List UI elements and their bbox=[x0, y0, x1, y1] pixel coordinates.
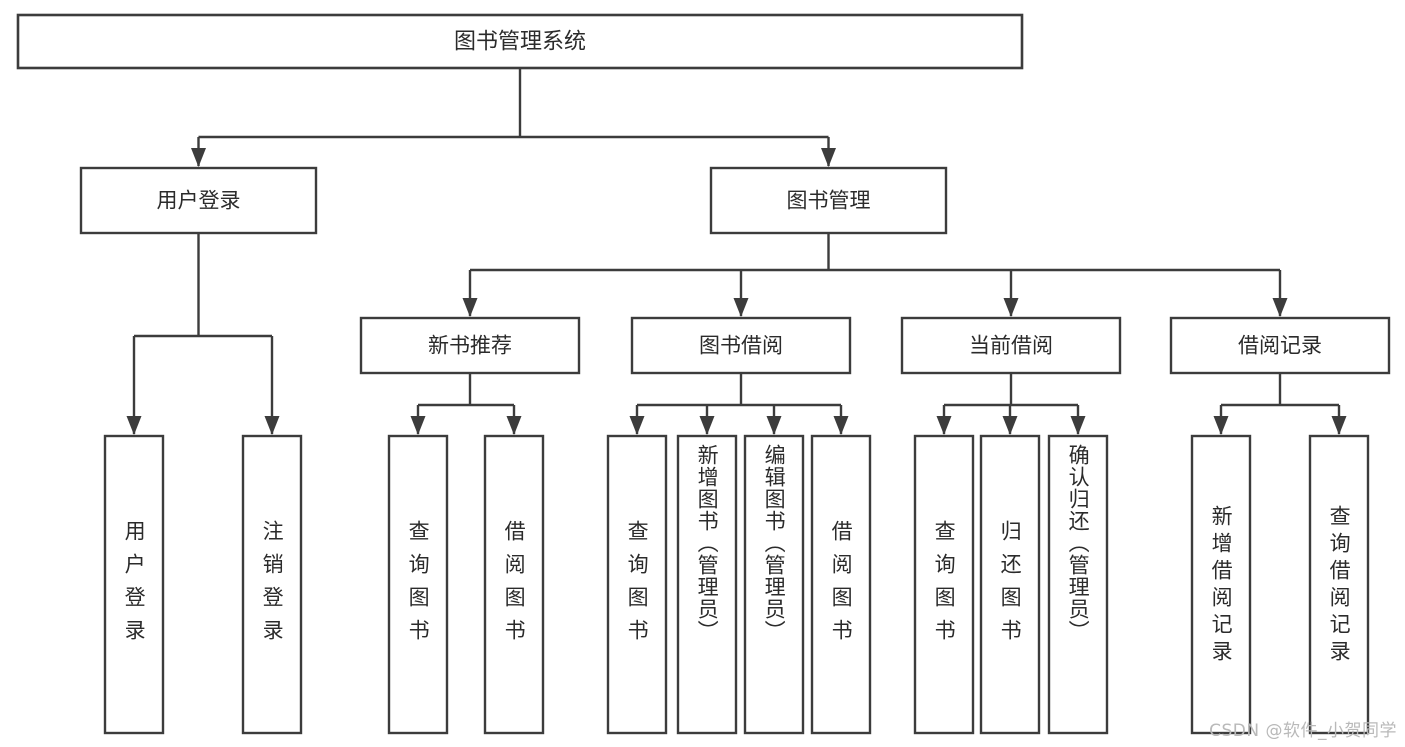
arrow-head-icon-leaf-query-book-recommend bbox=[410, 416, 426, 435]
node-label-book-borrow: 图书借阅 bbox=[699, 334, 783, 358]
node-box-leaf-user-logout[interactable] bbox=[241, 434, 303, 735]
node-label-user-login: 用户登录 bbox=[157, 189, 241, 213]
node-box-leaf-add-borrow-record[interactable] bbox=[1190, 434, 1252, 735]
node-box-leaf-borrow-book-recommend[interactable] bbox=[483, 434, 545, 735]
node-box-leaf-confirm-return-admin[interactable] bbox=[1047, 434, 1109, 735]
arrow-head-icon-user-login bbox=[191, 148, 206, 167]
node-box-leaf-edit-book-admin[interactable] bbox=[743, 434, 805, 735]
arrow-head-icon-leaf-edit-book-admin bbox=[766, 416, 782, 435]
node-box-leaf-query-borrow-record[interactable] bbox=[1308, 434, 1370, 735]
arrow-head-icon-leaf-user-logout bbox=[264, 416, 280, 435]
connector-layer bbox=[126, 68, 1347, 435]
node-box-leaf-add-book-admin[interactable] bbox=[676, 434, 738, 735]
box-layer bbox=[16, 13, 1391, 735]
node-box-leaf-return-book[interactable] bbox=[979, 434, 1041, 735]
arrow-head-icon-leaf-query-borrow-record bbox=[1331, 416, 1347, 435]
arrow-head-icon-book-borrow bbox=[733, 298, 749, 317]
node-label-current-borrow: 当前借阅 bbox=[969, 334, 1053, 358]
arrow-head-icon-current-borrow bbox=[1003, 298, 1019, 317]
node-box-leaf-query-book-current[interactable] bbox=[913, 434, 975, 735]
node-box-book-borrow[interactable] bbox=[630, 316, 852, 375]
node-box-book-management[interactable] bbox=[709, 166, 948, 235]
arrow-head-icon-book-management bbox=[821, 148, 836, 167]
node-label-book-management: 图书管理 bbox=[787, 189, 871, 213]
arrow-head-icon-leaf-borrow-book-recommend bbox=[506, 416, 522, 435]
arrow-head-icon-leaf-add-borrow-record bbox=[1213, 416, 1229, 435]
node-box-root[interactable] bbox=[16, 13, 1024, 70]
node-label-root: 图书管理系统 bbox=[454, 30, 586, 55]
node-label-borrow-record: 借阅记录 bbox=[1238, 334, 1322, 358]
node-box-current-borrow[interactable] bbox=[900, 316, 1122, 375]
arrow-head-icon-borrow-record bbox=[1272, 298, 1288, 317]
node-box-leaf-user-login[interactable] bbox=[103, 434, 165, 735]
arrow-head-icon-leaf-query-book-current bbox=[936, 416, 952, 435]
node-label-new-book-recommend: 新书推荐 bbox=[428, 334, 512, 358]
arrow-head-icon-leaf-user-login bbox=[126, 416, 142, 435]
arrow-head-icon-new-book-recommend bbox=[462, 298, 478, 317]
arrow-head-icon-leaf-return-book bbox=[1002, 416, 1018, 435]
arrow-head-icon-leaf-confirm-return-admin bbox=[1070, 416, 1086, 435]
arrow-head-icon-leaf-add-book-admin bbox=[699, 416, 715, 435]
node-box-borrow-record[interactable] bbox=[1169, 316, 1391, 375]
node-box-leaf-query-book-recommend[interactable] bbox=[387, 434, 449, 735]
watermark-text: CSDN @软件_小贺同学 bbox=[1209, 721, 1397, 741]
arrow-head-icon-leaf-query-book-borrow bbox=[629, 416, 645, 435]
arrow-head-icon-leaf-borrow-book bbox=[833, 416, 849, 435]
node-box-user-login[interactable] bbox=[79, 166, 318, 235]
node-box-leaf-borrow-book[interactable] bbox=[810, 434, 872, 735]
node-box-new-book-recommend[interactable] bbox=[359, 316, 581, 375]
node-box-leaf-query-book-borrow[interactable] bbox=[606, 434, 668, 735]
